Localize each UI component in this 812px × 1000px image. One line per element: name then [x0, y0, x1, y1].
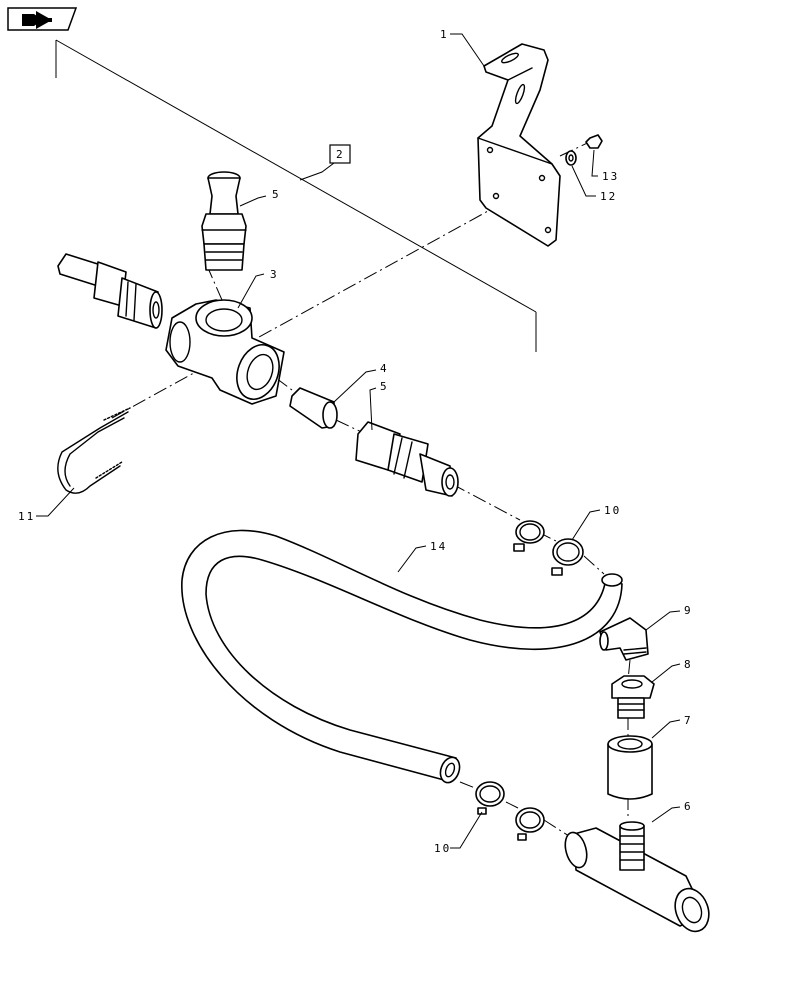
hose-barb-fitting	[201, 171, 247, 271]
callout-7: 7	[684, 714, 693, 727]
callout-6: 6	[684, 800, 693, 813]
callout-9: 9	[684, 604, 693, 617]
callout-10-lower: 10	[434, 842, 451, 855]
assembly-reference-box	[329, 144, 351, 164]
tee-connector	[564, 821, 710, 933]
callout-8: 8	[684, 658, 693, 671]
previous-page-arrow-icon[interactable]	[7, 7, 78, 31]
callout-4: 4	[380, 362, 389, 375]
hose	[181, 529, 623, 784]
hose-clamp	[475, 781, 505, 815]
callout-11: 11	[18, 510, 35, 523]
assembly-boundary	[55, 39, 537, 352]
hose-barb-fitting-left	[57, 253, 163, 329]
nut	[585, 134, 603, 149]
callout-10-upper: 10	[604, 504, 621, 517]
elbow-fitting	[599, 617, 649, 661]
callout-1: 1	[440, 28, 449, 41]
callout-5-top: 5	[272, 188, 281, 201]
callout-14: 14	[430, 540, 447, 553]
hose-barb-fitting	[355, 421, 459, 497]
hose-clamp	[551, 538, 584, 576]
washer	[565, 150, 577, 166]
callout-2: 2	[336, 148, 345, 161]
callout-13: 13	[602, 170, 619, 183]
mounting-bracket	[477, 43, 561, 247]
tee-fitting	[165, 299, 285, 405]
u-bolt	[57, 407, 131, 494]
hose-clamp	[515, 807, 545, 841]
callout-5-middle: 5	[380, 380, 389, 393]
leader-lines	[36, 33, 681, 849]
coupler	[607, 735, 653, 800]
hose-clamp	[513, 520, 545, 552]
valve-insert	[289, 387, 338, 429]
callout-12: 12	[600, 190, 617, 203]
callout-3: 3	[270, 268, 279, 281]
reducer-bushing	[611, 675, 655, 719]
